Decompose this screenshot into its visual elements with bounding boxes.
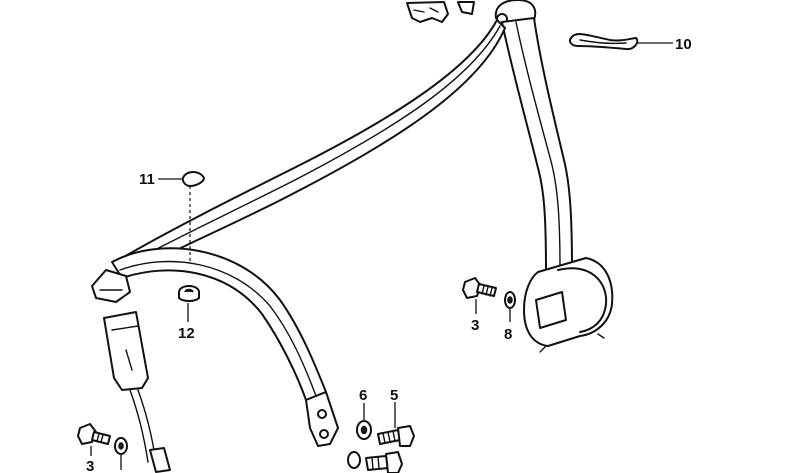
upper-clip-part <box>406 1 449 23</box>
part-5-bolt <box>377 402 415 447</box>
callout-12: 12 <box>178 325 195 342</box>
part-10-cover-trim <box>568 33 639 51</box>
callout-5: 5 <box>390 387 398 404</box>
part-11-belt-button <box>158 171 205 262</box>
diagonal-shoulder-belt <box>114 19 506 277</box>
buckle-receiver-assembly <box>103 311 171 473</box>
callout-3-left: 3 <box>86 458 94 473</box>
part-3-left-bolt <box>77 423 111 456</box>
callout-10: 10 <box>675 36 692 53</box>
lap-belt-end-fitting <box>305 391 339 447</box>
lower-anchor-bolt <box>347 451 403 473</box>
left-washer <box>114 437 128 470</box>
vertical-belt-webbing <box>501 17 573 273</box>
callout-6: 6 <box>359 387 367 404</box>
callout-11: 11 <box>139 171 155 188</box>
belt-latch-tongue <box>91 269 131 303</box>
upper-bolt-part <box>457 1 475 15</box>
callout-3-right: 3 <box>471 317 479 334</box>
part-8-washer <box>504 291 516 322</box>
part-6-washer <box>356 403 372 440</box>
part-3-right-bolt <box>462 277 497 314</box>
part-12-spacer-ring <box>178 285 200 322</box>
belt-retractor-housing <box>523 257 614 353</box>
callout-8: 8 <box>504 326 512 343</box>
